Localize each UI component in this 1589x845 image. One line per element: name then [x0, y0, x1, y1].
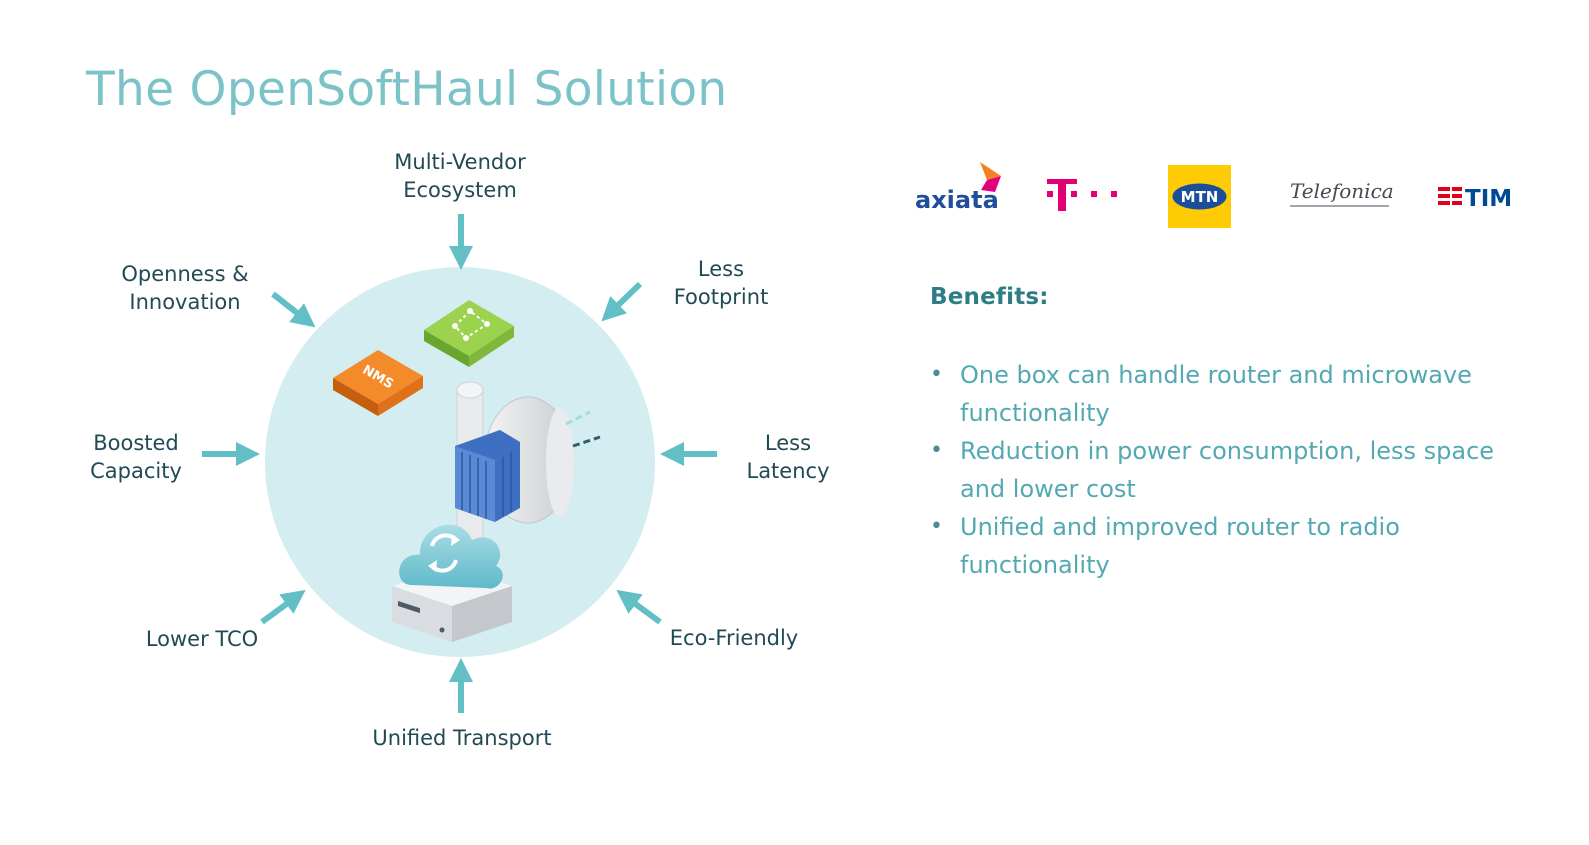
- svg-text:axiata: axiata: [915, 186, 999, 214]
- arrow-openness: [271, 291, 316, 328]
- label-lower-tco: Lower TCO: [145, 627, 259, 651]
- benefit-item: Unified and improved router to radio fun…: [930, 508, 1530, 584]
- axiata-logo: axiata: [915, 160, 1005, 215]
- arrow-eco-friendly: [616, 589, 662, 625]
- benefit-arrows: [202, 214, 717, 713]
- arrow-less-footprint: [601, 281, 643, 322]
- label-multi-vendor: Multi-Vendor Ecosystem: [394, 150, 526, 202]
- label-eco-friendly: Eco-Friendly: [669, 626, 799, 650]
- slide-title: The OpenSoftHaul Solution: [86, 62, 728, 117]
- benefit-item: Reduction in power consumption, less spa…: [930, 432, 1530, 508]
- cloud-icon: [399, 524, 503, 589]
- solution-diagram: NMS: [90, 150, 830, 750]
- radio-unit: [455, 430, 520, 522]
- label-less-footprint: Less Footprint: [673, 257, 769, 309]
- telefonica-logo: Telefonica: [1285, 174, 1395, 214]
- benefits-heading: Benefits:: [930, 284, 1049, 310]
- svg-text:Telefonica: Telefonica: [1290, 179, 1394, 203]
- benefit-item: One box can handle router and microwave …: [930, 356, 1530, 432]
- nms-box: NMS: [333, 350, 423, 416]
- svg-text:MTN: MTN: [1181, 188, 1219, 206]
- partner-logos: axiata MTN Telefonica: [910, 150, 1550, 240]
- telekom-logo: [1045, 175, 1125, 215]
- mtn-logo: MTN: [1168, 165, 1231, 228]
- label-boosted-capacity: Boosted Capacity: [90, 431, 182, 483]
- label-unified-transport: Unified Transport: [372, 726, 552, 750]
- tim-logo: TIM: [1438, 182, 1528, 212]
- arrow-lower-tco: [260, 589, 306, 625]
- green-controller-box: [424, 300, 514, 367]
- svg-text:TIM: TIM: [1465, 186, 1512, 212]
- label-less-latency: Less Latency: [746, 431, 830, 483]
- benefits-list: One box can handle router and microwave …: [930, 356, 1530, 584]
- label-openness: Openness & Innovation: [121, 262, 249, 314]
- diagram-graphic: NMS: [202, 214, 717, 713]
